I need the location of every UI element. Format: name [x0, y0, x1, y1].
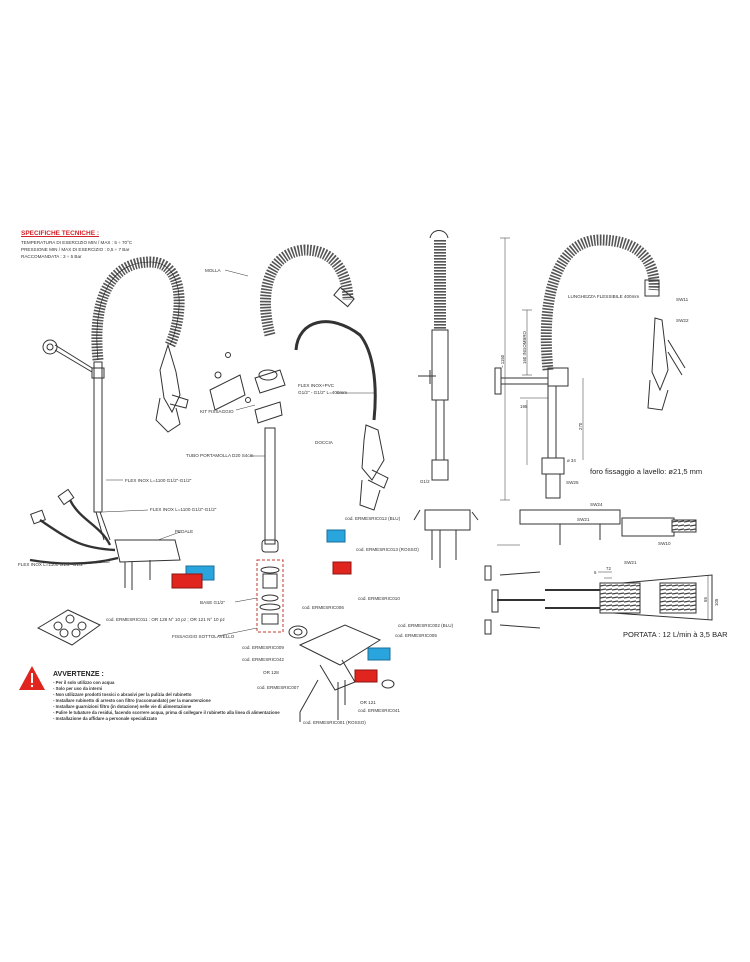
- label-sw21-b: SW21: [624, 560, 637, 565]
- label-tubo: TUBO PORTAMOLLA D20 S4cm: [186, 453, 254, 458]
- dim-160: 160 INGOMBRO: [522, 331, 527, 364]
- spec-line: RACCOMANDATA : 3 ÷ 5 Bar: [21, 254, 82, 259]
- code-007: cod. ERMESRIC007: [257, 685, 299, 690]
- label-or128: OR 128: [263, 670, 279, 675]
- label-molla: MOLLA: [205, 268, 221, 273]
- warning-line: - Pulire le tubature da residui, facendo…: [53, 710, 280, 715]
- left-red-button: [171, 573, 203, 589]
- warnings-title: AVVERTENZE :: [53, 671, 104, 678]
- label-foro: foro fissaggio a lavello: ø21,5 mm: [590, 467, 703, 476]
- cap-red-001: [354, 669, 378, 683]
- o-ring-sheet: [36, 609, 101, 646]
- label-sw21-a: SW21: [577, 517, 590, 522]
- middle-spring: [259, 244, 354, 337]
- code-009: cod. ERMESRIC009: [242, 645, 284, 650]
- warning-line: - Non utilizzare prodotti tossici o abra…: [53, 692, 192, 697]
- vertical-unit: [413, 230, 479, 568]
- label-sw10: SW10: [658, 541, 671, 546]
- label-pedale: PEDALE: [175, 529, 194, 534]
- dim-6: 6: [594, 570, 597, 575]
- middle-valve-body: [298, 624, 382, 666]
- label-sw25: SW25: [566, 480, 579, 485]
- warning-line: - Per il solo utilizzo con acqua: [53, 680, 115, 685]
- label-doccia: DOCCIA: [315, 440, 333, 445]
- doccia: [361, 424, 385, 481]
- label-or121: OR 121: [360, 700, 376, 705]
- tubo-portamolla: [264, 427, 276, 545]
- label-sw24: SW24: [590, 502, 603, 507]
- dim-1150: ~ 1150: [500, 354, 505, 368]
- left-flex-2: [39, 519, 116, 552]
- left-assembly: [29, 256, 215, 590]
- label-fissaggio: FISSAGGIO SOTTOLAVELLO: [172, 634, 235, 639]
- label-flex-pvc-2: G1/2" - G1/2" L=400mm: [298, 390, 348, 395]
- middle-assembly: [209, 244, 395, 722]
- dim-g12: G1/2: [420, 479, 430, 484]
- wall-plate: [42, 339, 58, 355]
- flex-pvc-hose: [294, 320, 377, 421]
- dim-195: 195: [520, 404, 528, 409]
- right-spray-head: [651, 317, 669, 392]
- fissaggio-box: [256, 559, 284, 633]
- left-spray-head: [159, 343, 181, 414]
- label-lunghezza: LUNGHEZZA FLESSIBILE 400mm: [568, 294, 640, 299]
- spec-line: TEMPERATURA DI ESERCIZIO MIN / MAX : 5 ÷…: [21, 240, 133, 245]
- cap-red-013: [332, 561, 352, 575]
- label-sw11: SW11: [676, 297, 689, 302]
- right-assembly: [484, 234, 713, 635]
- warning-line: - Installare rubinetto di arresto con fi…: [53, 698, 211, 703]
- dim-270: 270: [578, 422, 583, 430]
- label-gaskets: cod. ERMESRIC011 : OR 128 N° 10 pz ; OR …: [106, 617, 225, 622]
- cap-blue-012: [326, 529, 346, 543]
- dim-34: ø 34: [567, 458, 576, 463]
- dim-lines: [497, 238, 709, 620]
- dim-105: 105: [714, 598, 719, 606]
- cap-blue-002: [367, 647, 391, 661]
- label-flex-3: FLEX INOX L=1100 G1/2"-G1/2": [18, 562, 85, 567]
- code-012: cod. ERMESRIC012 (BLU): [345, 516, 401, 521]
- left-flex-3: [29, 556, 119, 565]
- code-001: cod. ERMESRIC001 (ROSSO): [303, 720, 366, 725]
- label-flex-pvc: FLEX INOX+PVC: [298, 383, 335, 388]
- warning-icon: [19, 666, 45, 690]
- code-042: cod. ERMESRIC042: [242, 657, 284, 662]
- left-valve: [114, 539, 181, 563]
- label-sw22: SW22: [676, 318, 689, 323]
- code-010: cod. ERMESRIC010: [358, 596, 400, 601]
- label-portata: PORTATA : 12 L/min à 3,5 BAR: [623, 630, 728, 639]
- code-005: cod. ERMESRIC005: [395, 633, 437, 638]
- warning-line: - Installazione da affidare a personale …: [53, 716, 158, 721]
- spec-line: PRESSIONE MIN / MAX DI ESERCIZIO : 0,5 ÷…: [21, 247, 130, 252]
- code-006: cod. ERMESRIC006: [302, 605, 344, 610]
- left-spring: [91, 256, 185, 361]
- warning-line: - Solo per uso da interni: [53, 686, 103, 691]
- left-flex-1: [68, 499, 112, 546]
- label-base: BASE G1/2": [200, 600, 226, 605]
- label-flex-2: FLEX INOX L=1100 G1/2"-G1/2": [150, 507, 217, 512]
- kit-fissaggio: [209, 374, 246, 411]
- code-041: cod. ERMESRIC041: [358, 708, 400, 713]
- code-002: cod. ERMESRIC002 (BLU): [398, 623, 454, 628]
- warning-line: - Installare guarnizioni filtro (in dota…: [53, 704, 192, 709]
- right-spring: [540, 234, 660, 371]
- code-013: cod. ERMESRIC013 (ROSSO): [356, 547, 419, 552]
- dim-55: 55: [703, 597, 708, 602]
- specs-title: SPECIFICHE TECNICHE :: [21, 230, 100, 237]
- label-kit: KIT FISSAGGIO: [200, 409, 234, 414]
- dim-72: 72: [606, 566, 611, 571]
- label-flex-1: FLEX INOX L=1100 G1/2"-G1/2": [125, 478, 192, 483]
- left-tube: [93, 361, 103, 513]
